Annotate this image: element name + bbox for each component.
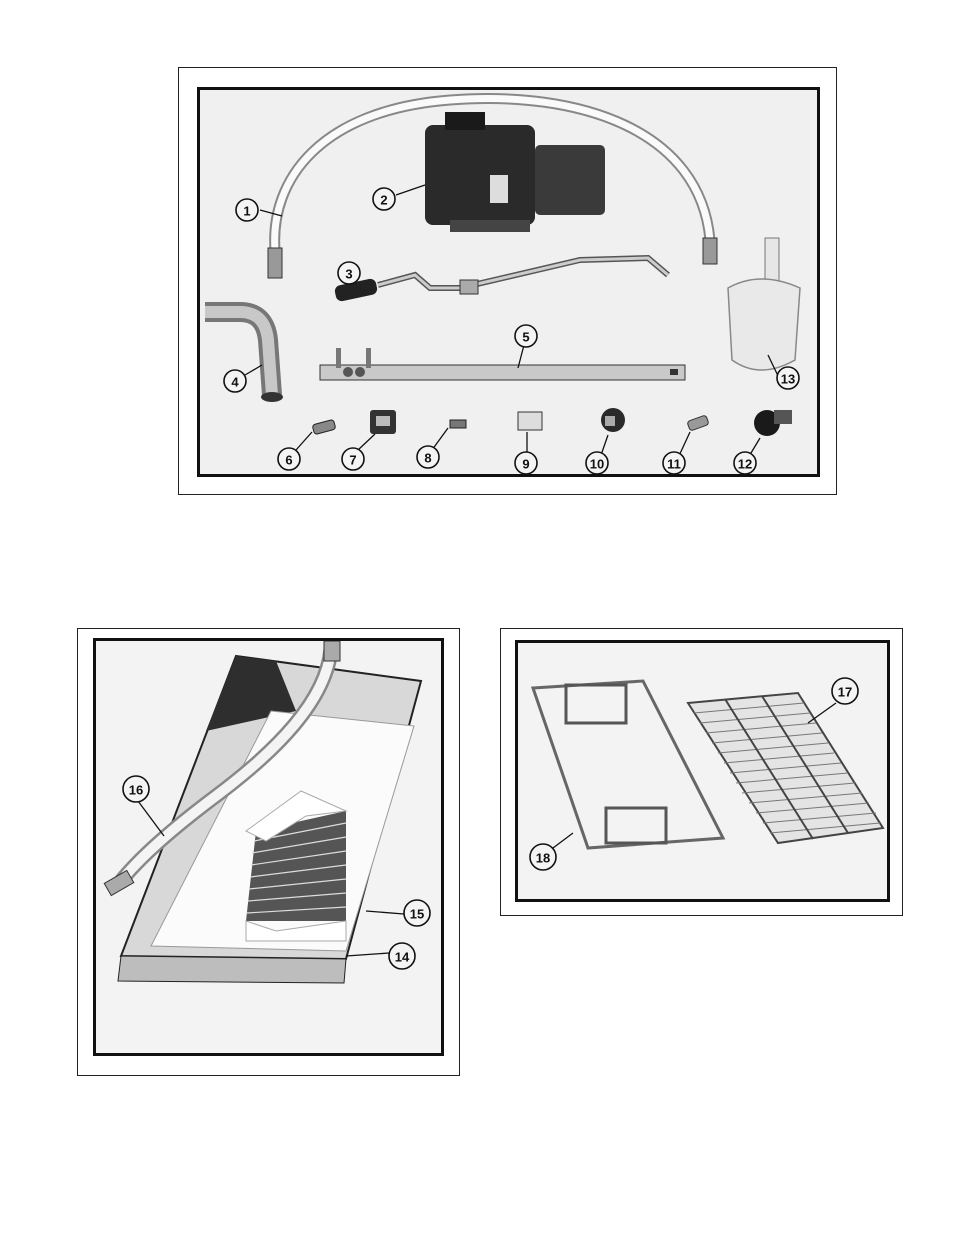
screen-frame-figure-frame: 17 18 bbox=[500, 628, 903, 916]
svg-text:3: 3 bbox=[345, 267, 352, 282]
callout-17: 17 bbox=[832, 678, 858, 704]
svg-text:14: 14 bbox=[395, 950, 410, 965]
callout-15: 15 bbox=[404, 900, 430, 926]
svg-text:2: 2 bbox=[380, 193, 387, 208]
screen-frame-figure-photo: 17 18 bbox=[515, 640, 890, 902]
filter-pan-figure-frame: 16 15 14 bbox=[77, 628, 460, 1076]
callout-16: 16 bbox=[123, 776, 149, 802]
svg-text:1: 1 bbox=[243, 204, 250, 219]
callout-8: 8 bbox=[417, 446, 439, 468]
callout-3: 3 bbox=[338, 262, 360, 284]
screen-frame-illustration: 17 18 bbox=[518, 643, 887, 899]
callout-4: 4 bbox=[224, 370, 246, 392]
parts-figure-frame: 1 2 3 4 5 6 7 8 9 10 11 12 13 bbox=[178, 67, 837, 495]
callout-14: 14 bbox=[389, 943, 415, 969]
svg-text:12: 12 bbox=[738, 457, 752, 472]
parts-figure-photo: 1 2 3 4 5 6 7 8 9 10 11 12 13 bbox=[197, 87, 820, 477]
callout-5: 5 bbox=[515, 325, 537, 347]
callout-10: 10 bbox=[586, 452, 608, 474]
svg-text:4: 4 bbox=[231, 375, 239, 390]
callout-7: 7 bbox=[342, 448, 364, 470]
filter-pan-figure-photo: 16 15 14 bbox=[93, 638, 444, 1056]
svg-text:11: 11 bbox=[667, 457, 681, 472]
svg-text:5: 5 bbox=[522, 330, 529, 345]
svg-text:18: 18 bbox=[536, 851, 550, 866]
svg-text:15: 15 bbox=[410, 907, 424, 922]
svg-text:17: 17 bbox=[838, 685, 852, 700]
svg-text:9: 9 bbox=[522, 457, 529, 472]
callout-1: 1 bbox=[236, 199, 258, 221]
svg-text:7: 7 bbox=[349, 453, 356, 468]
svg-text:10: 10 bbox=[590, 457, 604, 472]
callout-11: 11 bbox=[663, 452, 685, 474]
svg-text:13: 13 bbox=[781, 372, 795, 387]
filter-pan-illustration: 16 15 14 bbox=[96, 641, 441, 1053]
parts-illustration: 1 2 3 4 5 6 7 8 9 10 11 12 13 bbox=[200, 90, 817, 474]
callout-9: 9 bbox=[515, 452, 537, 474]
svg-text:16: 16 bbox=[129, 783, 143, 798]
callout-2: 2 bbox=[373, 188, 395, 210]
callout-18: 18 bbox=[530, 844, 556, 870]
svg-text:6: 6 bbox=[285, 453, 292, 468]
callout-13: 13 bbox=[777, 367, 799, 389]
callout-12: 12 bbox=[734, 452, 756, 474]
callout-6: 6 bbox=[278, 448, 300, 470]
svg-text:8: 8 bbox=[424, 451, 431, 466]
